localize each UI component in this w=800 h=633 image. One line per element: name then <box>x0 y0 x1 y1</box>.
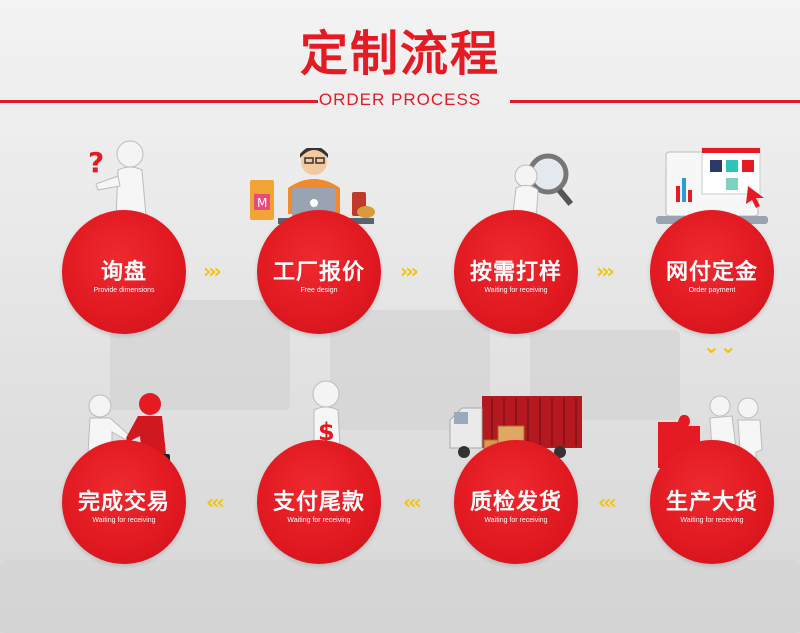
arrow-left-icon: ‹‹‹ <box>403 490 422 514</box>
step-label: 生产大货 <box>665 490 758 515</box>
step-sublabel: Order payment <box>688 287 736 294</box>
divider-right <box>510 100 800 103</box>
arrow-left-icon: ‹‹‹ <box>206 490 225 514</box>
step-sublabel: Provide dimensions <box>93 287 155 294</box>
arrow-right-icon: ››› <box>203 259 222 283</box>
step-sublabel: Waiting for receiving <box>484 517 548 524</box>
step-circle <box>650 210 774 334</box>
step-circle <box>62 440 186 564</box>
step-circle <box>62 210 186 334</box>
arrow-right-icon: ››› <box>400 259 419 283</box>
divider-left <box>0 100 318 103</box>
step-circle <box>257 210 381 334</box>
step-label: 询盘 <box>100 260 147 285</box>
step-final-payment: 支付尾款 Waiting for receiving <box>257 440 381 564</box>
step-sublabel: Waiting for receiving <box>92 517 156 524</box>
step-label: 完成交易 <box>77 490 170 515</box>
step-sublabel: Waiting for receiving <box>680 517 744 524</box>
step-sampling: 按需打样 Waiting for receiving <box>454 210 578 334</box>
page-subtitle: ORDER PROCESS <box>318 90 482 109</box>
step-sublabel: Waiting for receiving <box>287 517 351 524</box>
step-label: 工厂报价 <box>272 260 365 285</box>
step-label: 按需打样 <box>469 260 562 285</box>
svg-text:$: $ <box>318 418 335 446</box>
step-deal-complete: 完成交易 Waiting for receiving <box>62 440 186 564</box>
step-deposit-payment: 网付定金 Order payment <box>650 210 774 334</box>
step-sublabel: Waiting for receiving <box>484 287 548 294</box>
arrow-right-icon: ››› <box>596 259 615 283</box>
svg-text:?: ? <box>88 146 104 179</box>
arrow-left-icon: ‹‹‹ <box>598 490 617 514</box>
step-circle <box>650 440 774 564</box>
arrow-down-icon: ⌄⌄ <box>703 334 737 358</box>
step-inspection-shipping: 质检发货 Waiting for receiving <box>454 440 578 564</box>
step-circle <box>454 210 578 334</box>
step-mass-production: 生产大货 Waiting for receiving <box>650 440 774 564</box>
page-title: 定制流程 <box>299 26 500 82</box>
step-label: 质检发货 <box>469 490 562 515</box>
svg-text:M: M <box>257 196 267 210</box>
background-floor <box>0 560 800 633</box>
step-circle <box>257 440 381 564</box>
step-label: 支付尾款 <box>272 490 365 515</box>
step-label: 网付定金 <box>665 260 758 285</box>
step-circle <box>454 440 578 564</box>
step-sublabel: Free design <box>300 287 338 294</box>
step-inquiry: 询盘 Provide dimensions <box>62 210 186 334</box>
step-factory-quote: 工厂报价 Free design <box>257 210 381 334</box>
